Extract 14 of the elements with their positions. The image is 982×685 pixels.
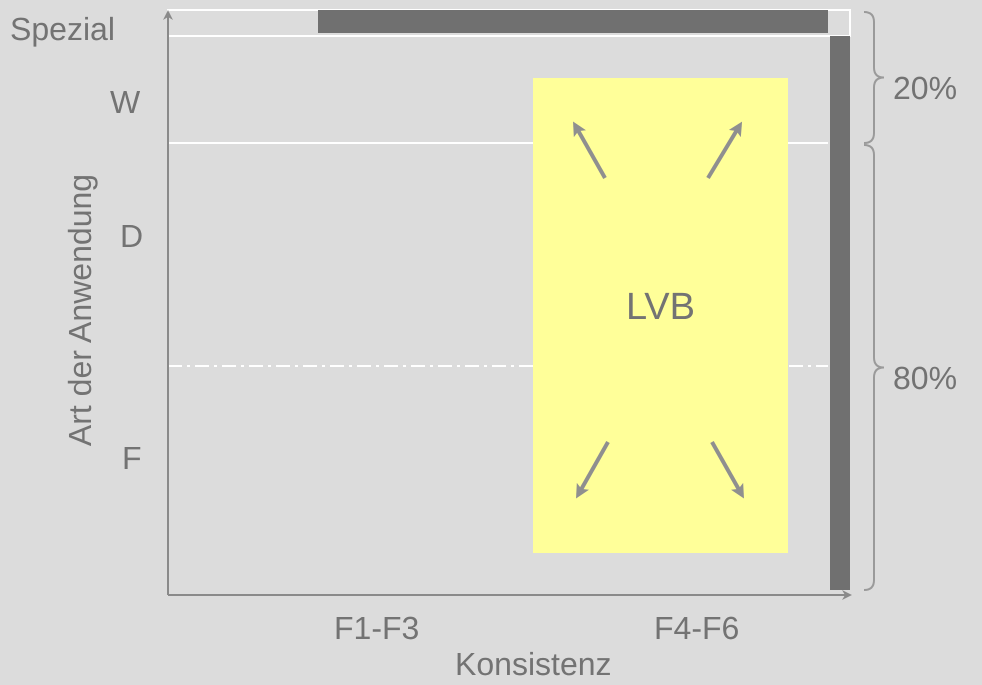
axis-label: Spezial	[10, 13, 115, 45]
tick-label: F	[122, 442, 142, 474]
axis-title: Art der Anwendung	[64, 174, 96, 446]
tick-label: W	[110, 86, 140, 118]
axis-title: Konsistenz	[455, 648, 612, 680]
tick-label: F4-F6	[654, 612, 740, 644]
bar	[830, 36, 850, 590]
percent-label: 80%	[893, 362, 958, 394]
bar	[318, 10, 828, 33]
percent-label: 20%	[893, 72, 958, 104]
tick-label: F1-F3	[334, 612, 420, 644]
highlight-box	[533, 78, 788, 553]
tick-label: D	[120, 220, 144, 252]
box-label: LVB	[624, 288, 696, 326]
